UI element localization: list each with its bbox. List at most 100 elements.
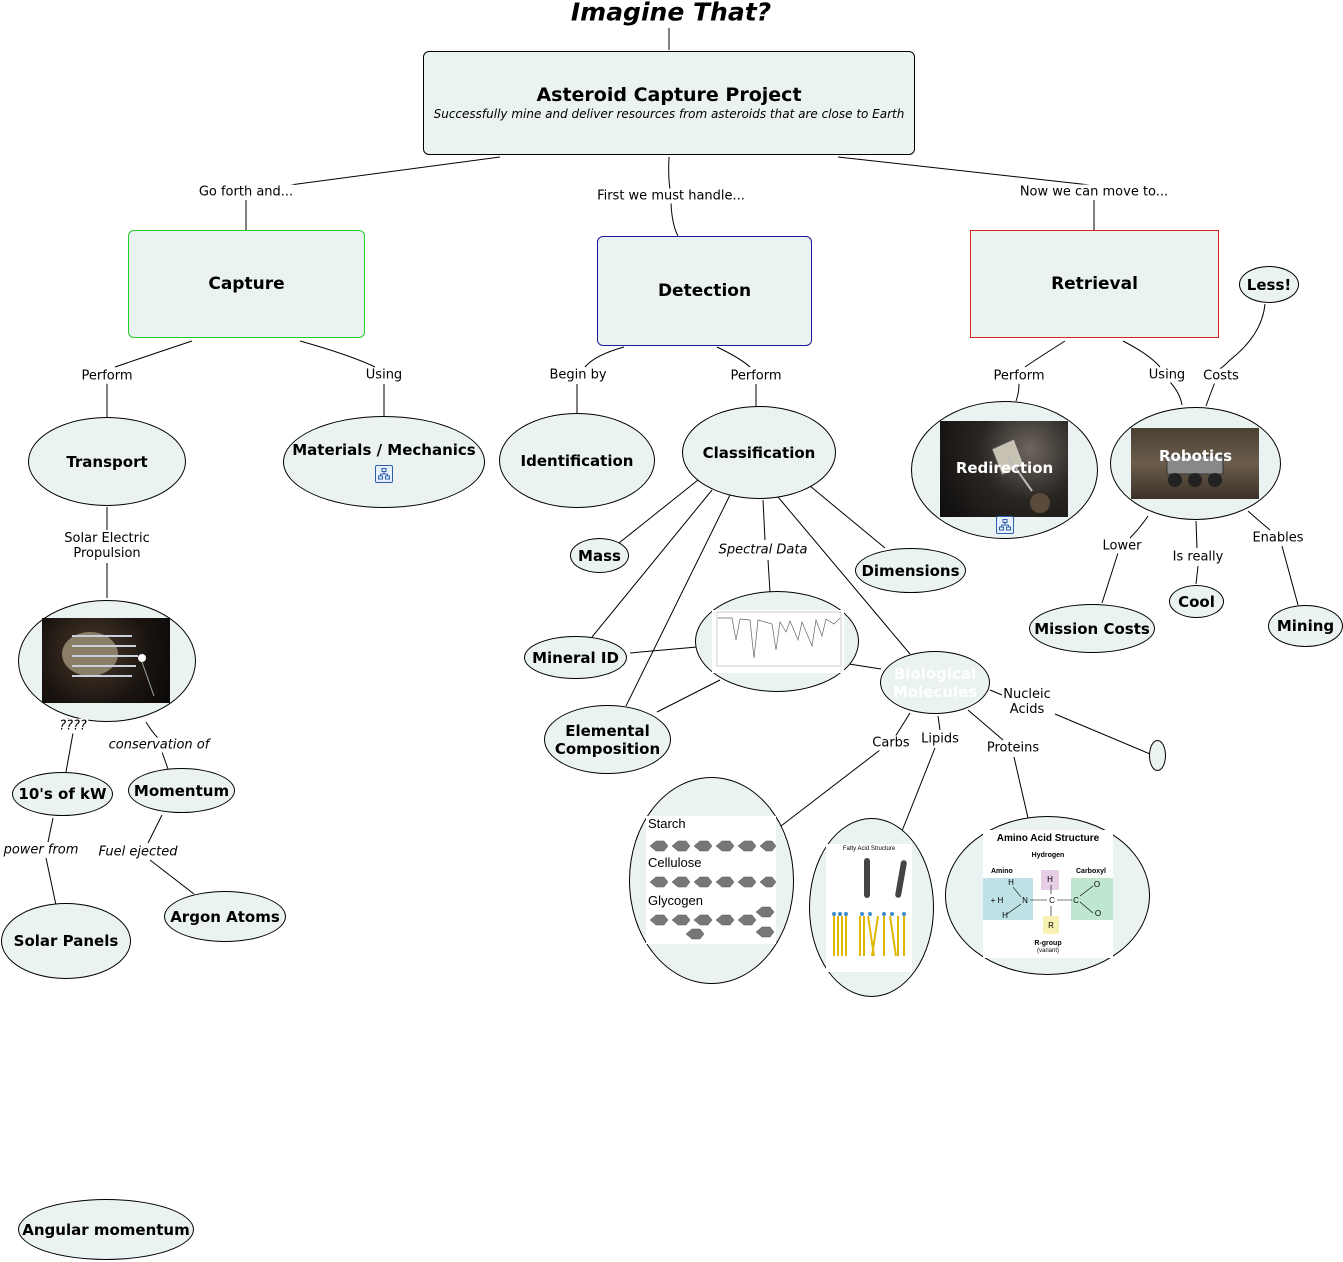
svg-text:N: N: [1022, 896, 1028, 905]
spectrum-image: [712, 610, 844, 673]
link-label-is-really: Is really: [1171, 549, 1225, 565]
momentum-label: Momentum: [133, 781, 230, 800]
redirection-label: Redirection: [955, 459, 1054, 477]
amino-image: Amino Acid Structure Hydrogen Amino Carb…: [983, 830, 1113, 958]
svg-text:C: C: [1073, 896, 1079, 905]
lipids-image: Fatty Acid Structure: [826, 844, 912, 972]
bio-molecules-node[interactable]: Biological Molecules: [880, 651, 990, 714]
materials-node[interactable]: Materials / Mechanics: [283, 416, 485, 508]
mining-label: Mining: [1276, 617, 1335, 635]
bio-molecules-label: Biological Molecules: [892, 664, 978, 701]
elemental-node[interactable]: Elemental Composition: [544, 705, 671, 774]
link-label-fuel-ejected: Fuel ejected: [97, 844, 179, 860]
capture-node[interactable]: Capture: [128, 230, 365, 338]
angular-momentum-label: Angular momentum: [22, 1220, 190, 1239]
mass-label: Mass: [578, 546, 621, 565]
mission-costs-label: Mission Costs: [1034, 619, 1150, 638]
link-label-perform-retrieval: Perform: [992, 368, 1046, 384]
tens-kw-label: 10's of kW: [18, 785, 107, 803]
elemental-label: Elemental Composition: [554, 721, 661, 758]
proteins-node[interactable]: Amino Acid Structure Hydrogen Amino Carb…: [945, 816, 1150, 975]
momentum-node[interactable]: Momentum: [128, 768, 235, 813]
starch-label: Starch: [648, 816, 686, 831]
spectral-data-node[interactable]: [695, 591, 859, 692]
link-label-lipids: Lipids: [920, 731, 960, 747]
tens-kw-node[interactable]: 10's of kW: [12, 772, 113, 816]
retrieval-node[interactable]: Retrieval: [970, 230, 1219, 338]
mineral-id-node[interactable]: Mineral ID: [524, 636, 627, 679]
mining-node[interactable]: Mining: [1268, 605, 1343, 647]
robotics-node[interactable]: Robotics: [1110, 407, 1281, 520]
spacecraft-icon: [991, 438, 1050, 513]
page-title: Imagine That?: [570, 0, 772, 27]
svg-text:R: R: [1048, 921, 1054, 930]
classification-node[interactable]: Classification: [682, 406, 836, 499]
glycogen-label: Glycogen: [648, 893, 703, 908]
redirection-image: [940, 421, 1068, 517]
rover-icon: [1166, 455, 1224, 487]
transport-node[interactable]: Transport: [28, 417, 186, 506]
less-node[interactable]: Less!: [1239, 266, 1299, 303]
spectrum-chart-icon: [716, 611, 842, 667]
cool-node[interactable]: Cool: [1169, 585, 1224, 618]
link-label-begin-by: Begin by: [548, 367, 608, 383]
dimensions-node[interactable]: Dimensions: [855, 548, 966, 593]
angular-momentum-node[interactable]: Angular momentum: [18, 1199, 194, 1260]
link-label-perform-detection: Perform: [729, 368, 783, 384]
cool-label: Cool: [1178, 592, 1215, 611]
sep-spacecraft-node[interactable]: [18, 600, 196, 722]
link-label-lower: Lower: [1101, 538, 1143, 554]
materials-label: Materials / Mechanics: [292, 441, 476, 459]
concept-map-icon[interactable]: [996, 516, 1014, 534]
link-label-go-forth: Go forth and...: [197, 184, 295, 200]
less-label: Less!: [1246, 275, 1292, 294]
link-label-power-from: power from: [2, 842, 80, 858]
link-label-carbs: Carbs: [871, 735, 911, 751]
fatty-acid-icon: [832, 858, 907, 957]
classification-label: Classification: [702, 443, 816, 462]
mass-node[interactable]: Mass: [570, 538, 629, 573]
sep-spacecraft-image: [42, 618, 170, 703]
solar-panels-label: Solar Panels: [13, 932, 119, 950]
detection-label: Detection: [657, 281, 752, 301]
hydrogen-label: Hydrogen: [1031, 852, 1065, 859]
svg-text:H: H: [1047, 875, 1053, 884]
retrieval-label: Retrieval: [1051, 274, 1138, 294]
solar-panels-node[interactable]: Solar Panels: [1, 903, 131, 979]
variant-label: (variant): [1036, 948, 1059, 954]
link-label-conservation: conservation of: [107, 737, 211, 753]
carbs-node[interactable]: Starch Cellulose Glycogen: [629, 777, 794, 984]
root-subtitle: Successfully mine and deliver resources …: [433, 107, 905, 121]
redirection-node[interactable]: Redirection: [911, 401, 1098, 539]
link-label-costs: Costs: [1202, 368, 1240, 384]
amino-label: Amino: [991, 868, 1013, 875]
robotics-image: [1131, 428, 1259, 499]
svg-text:O: O: [1095, 909, 1101, 918]
capture-label: Capture: [208, 274, 285, 294]
argon-label: Argon Atoms: [170, 907, 280, 926]
link-label-perform-capture: Perform: [80, 368, 134, 384]
lipids-node[interactable]: Fatty Acid Structure: [809, 818, 934, 997]
asteroid-spacecraft-icon: [62, 632, 155, 697]
mission-costs-node[interactable]: Mission Costs: [1029, 604, 1155, 653]
dimensions-label: Dimensions: [861, 561, 960, 580]
link-label-using-capture: Using: [364, 367, 404, 383]
concept-map-icon[interactable]: [375, 465, 393, 483]
identification-label: Identification: [520, 451, 634, 470]
mineral-id-label: Mineral ID: [532, 648, 619, 667]
link-label-nucleic: Nucleic Acids: [1002, 687, 1052, 717]
svg-text:C: C: [1049, 896, 1055, 905]
detection-node[interactable]: Detection: [597, 236, 812, 346]
link-label-using-retrieval: Using: [1147, 367, 1187, 383]
argon-node[interactable]: Argon Atoms: [164, 891, 286, 942]
root-node[interactable]: Asteroid Capture Project Successfully mi…: [423, 51, 915, 155]
nucleic-acids-node[interactable]: [1149, 740, 1166, 771]
identification-node[interactable]: Identification: [499, 413, 655, 508]
svg-text:H: H: [1008, 878, 1014, 887]
sugar-chain-icon: [649, 840, 776, 940]
amino-title: Amino Acid Structure: [996, 833, 1100, 844]
cellulose-label: Cellulose: [648, 855, 702, 870]
link-label-enables: Enables: [1251, 530, 1305, 546]
